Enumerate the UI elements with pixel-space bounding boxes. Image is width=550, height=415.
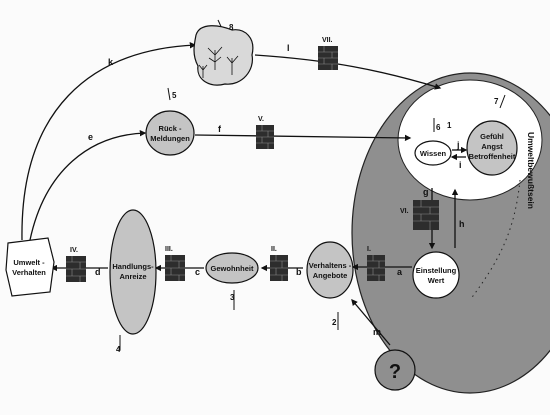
node-einstellung-line-2: Wert [428, 276, 445, 285]
edge-letter-f: f [218, 124, 222, 134]
nature-shape [193, 25, 254, 86]
wall-label-iii: III. [165, 246, 173, 253]
wall-ii [270, 255, 288, 281]
node-rueckmeldungen-line-2: Meldungen [150, 134, 190, 143]
node-question: ? [374, 349, 416, 391]
number-2: 2 [332, 318, 337, 327]
edge-letter-i: i [459, 160, 462, 170]
number-7: 7 [494, 97, 499, 106]
edge-letter-d: d [95, 267, 101, 277]
dotted-line [469, 179, 521, 301]
node-rueckmeldungen-shape [145, 110, 195, 156]
number-3: 3 [230, 293, 235, 302]
node-handlungsanreize-shape [109, 209, 157, 335]
edge-letter-m: m [373, 327, 381, 337]
node-handlungsanreize-line-2: Anreize [119, 272, 146, 281]
edge-m [351, 299, 391, 346]
node-umweltverhalten-shape [5, 237, 55, 297]
edge-letter-g: g [423, 187, 429, 197]
node-umweltverhalten: Umwelt - Verhalten [5, 237, 55, 297]
node-umweltverhalten-line-2: Verhalten [12, 268, 46, 277]
wall-labels: I. II. III. IV. V. VI. VII. [70, 37, 409, 254]
edge-e [29, 129, 147, 241]
wall-vii [318, 46, 338, 70]
node-gewohnheit-shape [205, 252, 259, 284]
wall-label-ii: II. [271, 246, 277, 253]
node-nature-label: 8 [229, 23, 234, 32]
node-rueckmeldungen: Rück - Meldungen [145, 110, 195, 156]
edge-letter-c: c [195, 267, 200, 277]
node-wissen: Wissen [414, 140, 452, 166]
node-wissen-line-1: Wissen [420, 149, 447, 158]
node-handlungsanreize-line-1: Handlungs- [112, 262, 154, 271]
node-gefuehl-line-2: Angst [481, 142, 503, 151]
node-question-shape [374, 349, 416, 391]
wall-label-v: V. [258, 116, 264, 123]
node-gefuehl-line-1: Gefühl [480, 132, 504, 141]
node-verhaltensangebote: Verhaltens - Angebote [306, 241, 354, 299]
edges [21, 42, 468, 346]
edge-letters: a b c d e f g h i j k l m [88, 43, 465, 337]
node-wissen-shape [414, 140, 452, 166]
node-einstellung: Einstellung Wert [412, 251, 460, 299]
edge-letter-l: l [287, 43, 290, 53]
node-verhaltensangebote-line-2: Angebote [313, 271, 348, 280]
wall-vi [413, 200, 439, 230]
edge-letter-a: a [397, 267, 403, 277]
node-handlungsanreize: Handlungs- Anreize [109, 209, 157, 335]
node-gewohnheit-line-1: Gewohnheit [211, 264, 254, 273]
edge-letter-b: b [296, 267, 302, 277]
node-rueckmeldungen-line-1: Rück - [159, 124, 182, 133]
wall-i [367, 255, 385, 281]
node-question-label: ? [389, 361, 401, 383]
wall-v [256, 125, 274, 149]
walls [66, 46, 439, 282]
node-gewohnheit: Gewohnheit [205, 252, 259, 284]
node-verhaltensangebote-shape [306, 241, 354, 299]
edge-letter-h: h [459, 219, 465, 229]
node-umweltverhalten-line-1: Umwelt - [13, 258, 45, 267]
wall-iii [165, 255, 185, 281]
tree-icon [198, 46, 239, 78]
wall-label-vii: VII. [322, 37, 333, 44]
influence-numbers: 1 2 3 4 5 6 7 [116, 91, 499, 354]
edge-f [194, 134, 412, 142]
number-5: 5 [172, 91, 177, 100]
number-1: 1 [447, 121, 452, 130]
wall-iv [66, 256, 86, 282]
node-einstellung-shape [412, 251, 460, 299]
edge-letter-j: j [456, 140, 460, 150]
influence-arrow-7 [499, 94, 506, 109]
influence-arrow-5 [167, 87, 171, 101]
edge-l [254, 54, 442, 90]
edge-k [21, 42, 197, 241]
wall-label-vi: VI. [400, 208, 409, 215]
nodes: 8 Rück - Meldungen Wissen Gefühl Angst B… [5, 23, 518, 391]
node-einstellung-line-1: Einstellung [416, 266, 457, 275]
side-label-awareness: Umweltbewußtsein [526, 132, 536, 209]
node-gefuehl-shape [466, 120, 518, 176]
number-6: 6 [436, 123, 441, 132]
node-gefuehl-line-3: Betroffenheit [469, 152, 516, 161]
edge-letter-e: e [88, 132, 93, 142]
number-4: 4 [116, 345, 121, 354]
edge-letter-k: k [108, 57, 114, 67]
node-verhaltensangebote-line-1: Verhaltens - [309, 261, 352, 270]
wall-label-i: I. [367, 246, 371, 253]
wall-label-iv: IV. [70, 247, 78, 254]
node-nature: 8 [193, 23, 254, 86]
node-gefuehl: Gefühl Angst Betroffenheit [466, 120, 518, 176]
